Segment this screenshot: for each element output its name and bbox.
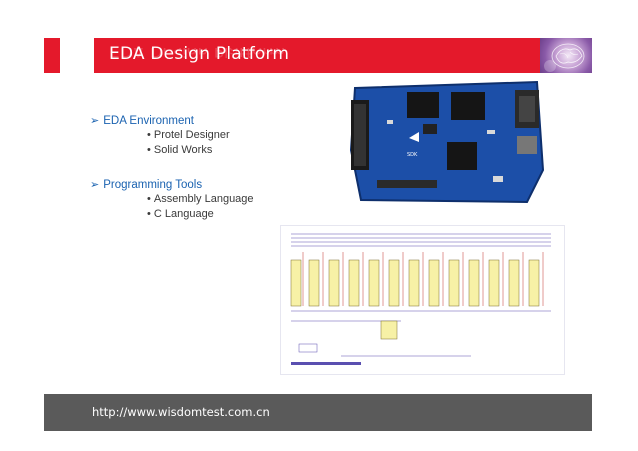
title-bar: EDA Design Platform EDA Design Platform	[44, 38, 592, 73]
footer-bar: http://www.wisdomtest.com.cn	[44, 394, 592, 431]
list-item: •Protel Designer	[147, 129, 350, 142]
page-title-reflection: EDA Design Platform	[109, 48, 286, 60]
section-heading-row: ➢ EDA Environment	[90, 114, 350, 128]
bullet-icon: •	[147, 193, 151, 205]
list-item-label: Protel Designer	[153, 129, 230, 141]
list-item: •Assembly Language	[147, 193, 350, 206]
arrow-bullet-icon: ➢	[90, 115, 100, 127]
title-bar-accent	[44, 38, 60, 73]
section-heading: EDA Environment	[103, 114, 194, 127]
page-title: EDA Design Platform	[109, 44, 290, 64]
svg-text:SDK: SDK	[407, 152, 418, 158]
list-item-label: C Language	[153, 208, 214, 220]
bullet-icon: •	[147, 129, 151, 141]
section-heading-row: ➢ Programming Tools	[90, 178, 350, 192]
footer-url[interactable]: http://www.wisdomtest.com.cn	[92, 405, 270, 419]
list-item: •Solid Works	[147, 144, 350, 157]
bullet-icon: •	[147, 144, 151, 156]
section-eda-environment: ➢ EDA Environment •Protel Designer •Soli…	[90, 114, 350, 157]
section-heading: Programming Tools	[103, 178, 203, 191]
title-bar-gap	[60, 38, 94, 73]
list-item-label: Solid Works	[153, 144, 213, 156]
section-programming-tools: ➢ Programming Tools •Assembly Language •…	[90, 178, 350, 221]
bullet-icon: •	[147, 208, 151, 220]
schematic-diagram-image	[280, 225, 565, 375]
brain-icon	[540, 38, 592, 73]
pcb-board-image: SDK	[347, 80, 547, 205]
list-item-label: Assembly Language	[153, 193, 254, 205]
list-item: •C Language	[147, 208, 350, 221]
arrow-bullet-icon: ➢	[90, 179, 100, 191]
